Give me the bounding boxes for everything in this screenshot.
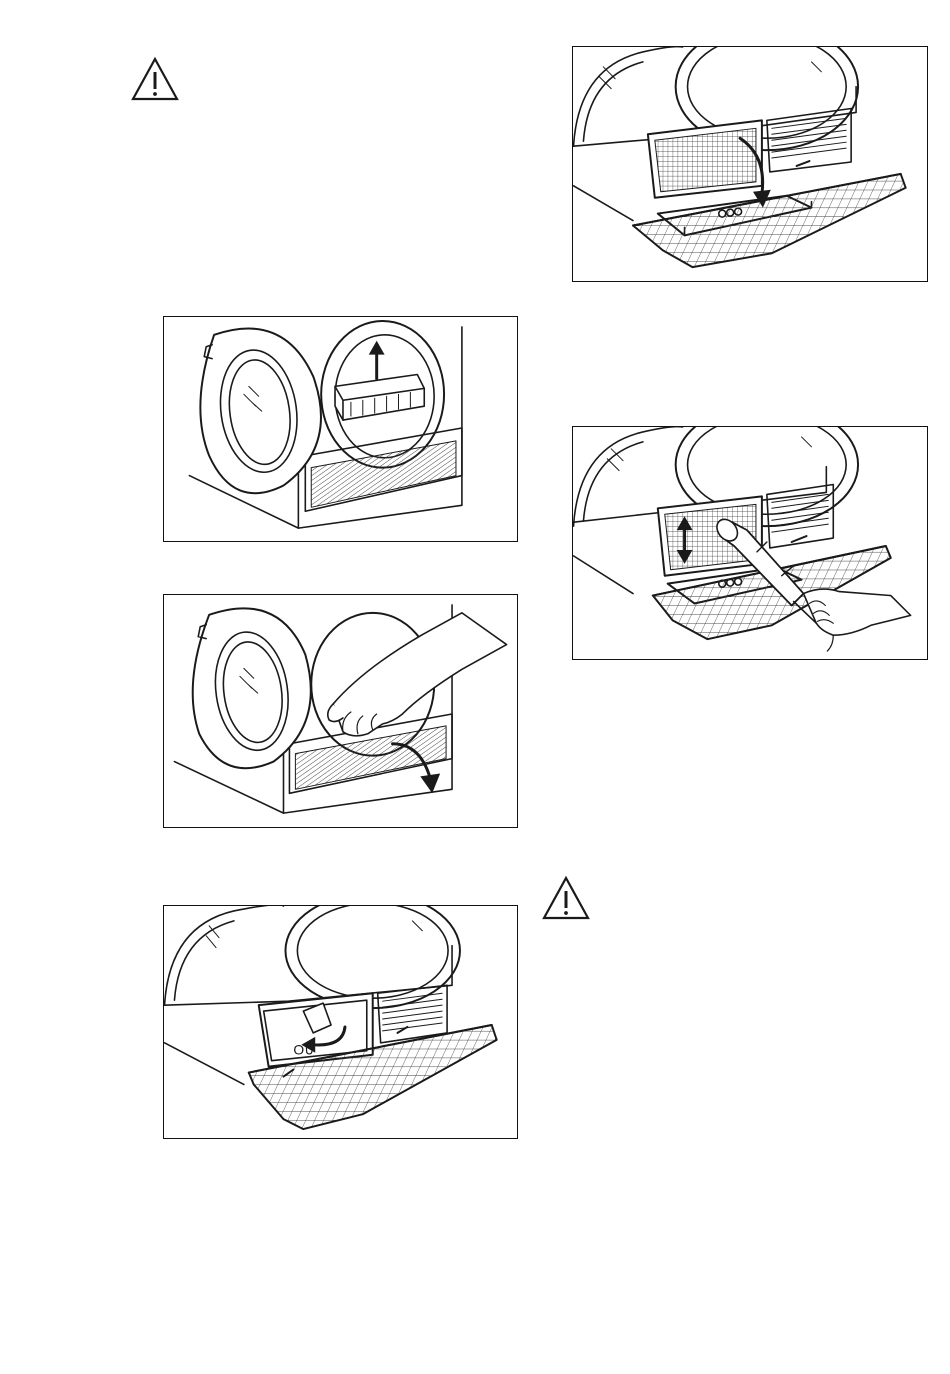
figure-remove-door-filter xyxy=(163,316,518,542)
figure-unlock-heat-exchanger-cover: Ο∪ xyxy=(163,905,518,1139)
figure-clean-filter-with-vacuum xyxy=(572,426,928,660)
warning-triangle-icon xyxy=(131,57,179,101)
warning-triangle-icon xyxy=(542,876,590,920)
figure-pull-out-filter-tray xyxy=(572,46,928,282)
figure-open-plinth-cover xyxy=(163,594,518,828)
